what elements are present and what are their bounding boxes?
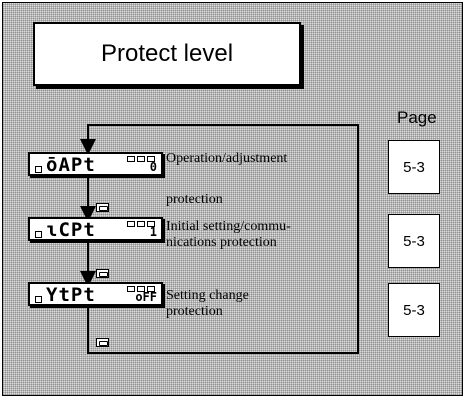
description-line2: protection [166, 192, 223, 207]
parameter-code: ɩCPt [46, 219, 96, 241]
parameter-code: ōAPt [46, 154, 96, 176]
digit-indicators [127, 286, 155, 293]
digit-indicators [127, 221, 155, 228]
page-title: Protect level [33, 22, 301, 86]
page-ref-box: 5-3 [388, 214, 440, 268]
display-setting-change: YtPt oFF [28, 282, 163, 306]
mode-key-icon [96, 203, 109, 212]
page-ref-box: 5-3 [388, 140, 440, 194]
description-line2: protection [166, 304, 223, 319]
digit-indicators [127, 156, 155, 163]
display-initial-setting: ɩCPt 1 [28, 217, 163, 241]
description-line2: nications protection [166, 235, 277, 250]
display-operation-adjustment: ōAPt 0 [28, 152, 163, 176]
description-line1: Setting change [166, 288, 249, 303]
page-column-header: Page [397, 108, 437, 127]
indicator-dot [35, 231, 42, 238]
indicator-dot [35, 166, 42, 173]
description-line1: Operation/adjustment [166, 151, 288, 166]
mode-key-icon [96, 269, 109, 278]
page-ref-box: 5-3 [388, 283, 440, 337]
parameter-value: 1 [149, 225, 157, 239]
parameter-code: YtPt [46, 284, 96, 306]
indicator-dot [35, 296, 42, 303]
description-line1: Initial setting/commu- [166, 219, 291, 234]
parameter-value: 0 [149, 160, 157, 174]
parameter-value: oFF [135, 290, 157, 304]
mode-key-icon [96, 338, 109, 347]
